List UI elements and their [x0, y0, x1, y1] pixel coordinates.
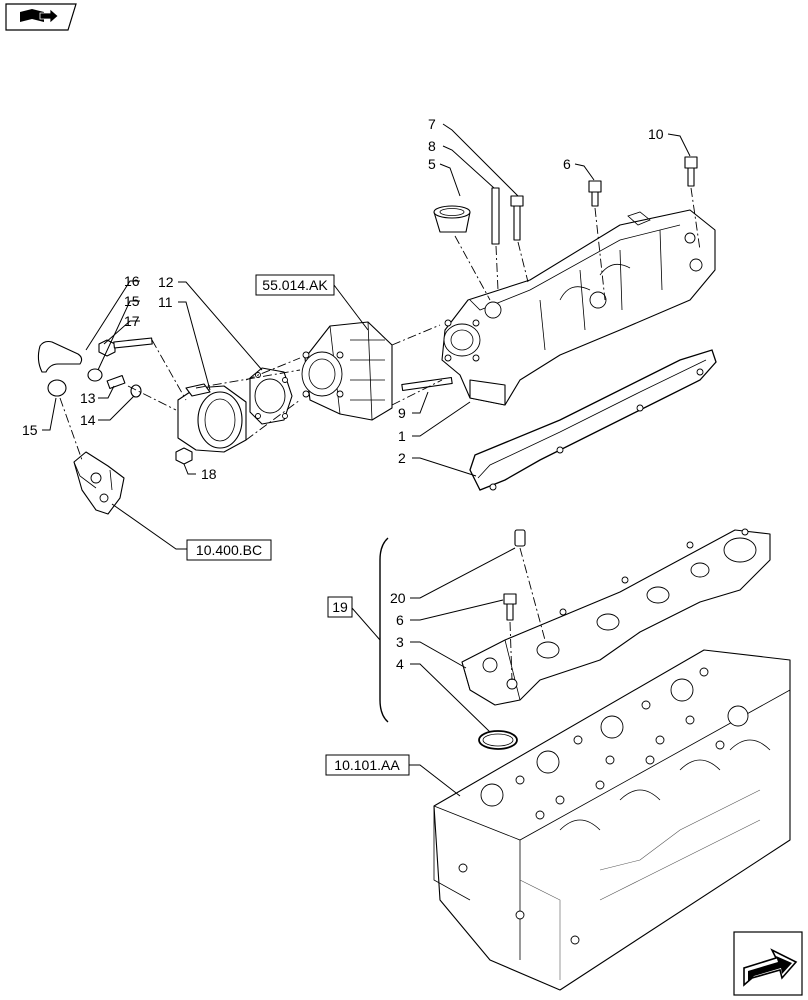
- inlet-adapter: [177, 383, 247, 453]
- reference-10-101-aa[interactable]: 10.101.AA: [325, 754, 410, 776]
- callout-16: 16: [124, 273, 140, 289]
- sleeve-5: [433, 205, 491, 301]
- reference-55-014-ak[interactable]: 55.014.AK: [255, 274, 335, 296]
- reference-label: 19: [332, 599, 348, 615]
- fitting-13: [106, 374, 126, 390]
- callout-15-upper: 15: [124, 293, 140, 309]
- throttle-gasket: [249, 367, 293, 425]
- stud-9: [401, 376, 453, 392]
- book-arrow-icon[interactable]: [5, 3, 77, 31]
- callout-4: 4: [396, 656, 404, 672]
- reference-19[interactable]: 19: [327, 596, 353, 618]
- reference-label: 10.101.AA: [334, 757, 400, 773]
- callout-17: 17: [124, 313, 140, 329]
- stud-20: [514, 529, 546, 641]
- sensor-assembly: [73, 451, 125, 515]
- bolt-7: [510, 195, 529, 283]
- callout-labels: 7 8 5 6 10 16 15 17 12 11 13 14 15 18 9 …: [22, 116, 664, 672]
- callout-2: 2: [398, 450, 406, 466]
- leader-lines: [42, 123, 691, 797]
- bolt-6-upper: [588, 180, 606, 301]
- callout-14: 14: [80, 412, 96, 428]
- group-bracket: [379, 537, 389, 723]
- upper-intake-manifold: [441, 209, 716, 406]
- reference-label: 10.400.BC: [196, 542, 262, 558]
- nut-15-upper: [87, 368, 103, 382]
- hose-16: [37, 340, 83, 373]
- callout-8: 8: [428, 138, 436, 154]
- callout-5: 5: [428, 156, 436, 172]
- cylinder-head: [433, 649, 791, 991]
- callout-9: 9: [398, 405, 406, 421]
- reference-label: 55.014.AK: [262, 277, 328, 293]
- callout-10: 10: [648, 126, 664, 142]
- callout-13: 13: [80, 390, 96, 406]
- next-page-arrow-icon[interactable]: [733, 931, 803, 996]
- callout-6-lower: 6: [396, 612, 404, 628]
- bolt-17: [98, 337, 153, 357]
- nut-18: [175, 447, 193, 465]
- assembly-lines: [59, 324, 443, 461]
- lower-intake-manifold: [461, 528, 771, 706]
- callout-6-upper: 6: [563, 156, 571, 172]
- callout-3: 3: [396, 634, 404, 650]
- bolt-10: [684, 156, 701, 251]
- bolt-6-lower: [503, 593, 517, 681]
- reference-10-400-bc[interactable]: 10.400.BC: [186, 539, 272, 561]
- washer-14: [130, 384, 142, 398]
- throttle-body: [301, 321, 393, 421]
- callout-18: 18: [201, 466, 217, 482]
- callout-7: 7: [428, 116, 436, 132]
- stud-8: [491, 187, 500, 291]
- callout-1: 1: [398, 428, 406, 444]
- callout-20: 20: [390, 590, 406, 606]
- callout-12: 12: [158, 274, 174, 290]
- nut-15-lower: [47, 379, 67, 397]
- callout-15-lower: 15: [22, 422, 38, 438]
- callout-11: 11: [158, 294, 173, 310]
